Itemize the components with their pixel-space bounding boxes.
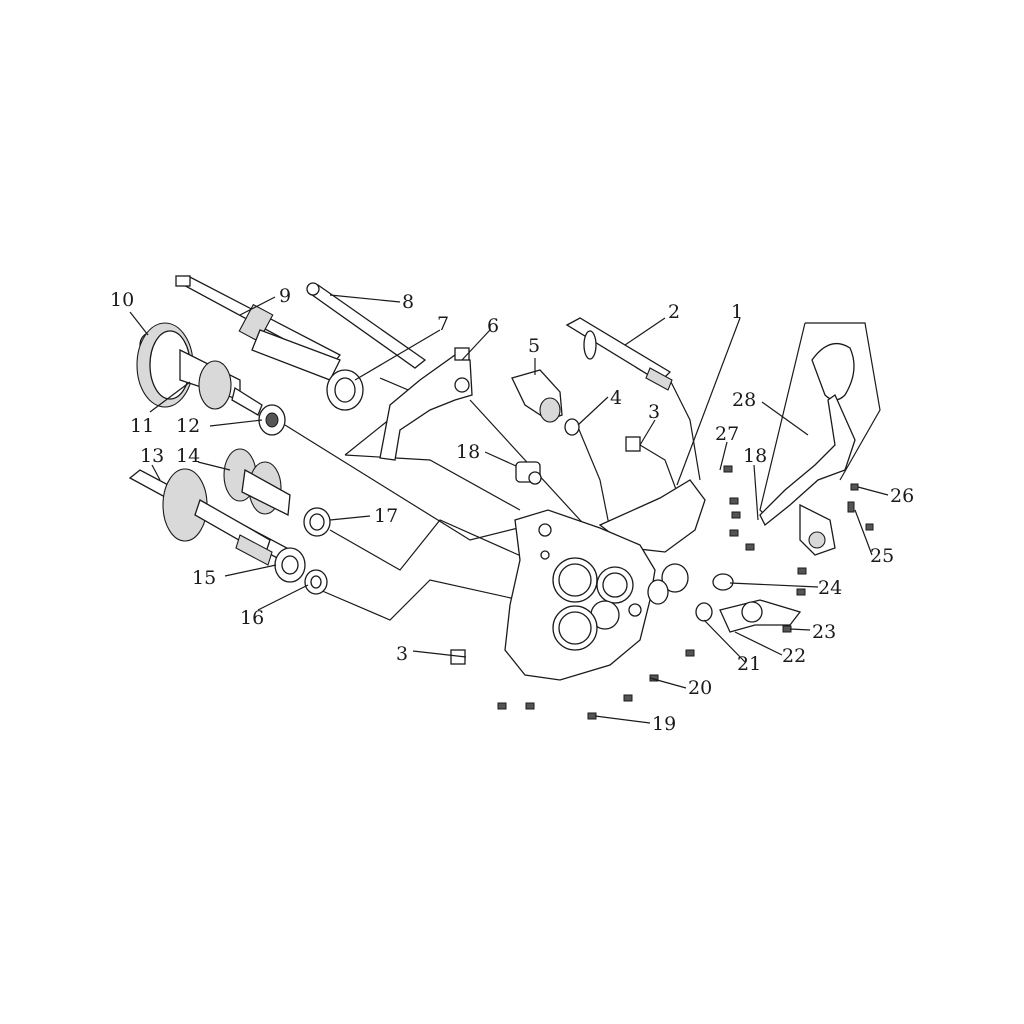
countershaft-part-13 bbox=[128, 468, 301, 567]
crankcase-cover bbox=[504, 509, 656, 681]
bearing-part-12 bbox=[258, 404, 286, 436]
callout-24: 24 bbox=[818, 577, 842, 599]
gear-cluster-part-14 bbox=[223, 448, 291, 517]
callout-6: 6 bbox=[487, 315, 499, 337]
callout-1: 1 bbox=[731, 301, 743, 323]
callout-18-left: 18 bbox=[456, 441, 480, 463]
dowel-pin-part-3-top bbox=[625, 436, 641, 452]
shift-shaft-part-2 bbox=[565, 317, 673, 391]
callout-22: 22 bbox=[782, 645, 806, 667]
callout-26: 26 bbox=[890, 485, 914, 507]
callout-7: 7 bbox=[437, 313, 449, 335]
callout-27: 27 bbox=[715, 423, 739, 445]
callout-20: 20 bbox=[688, 677, 712, 699]
callout-21: 21 bbox=[737, 653, 761, 675]
leader-lines bbox=[129, 294, 889, 724]
main-shaft-part-9 bbox=[175, 275, 342, 381]
callout-28: 28 bbox=[732, 389, 756, 411]
bushing-part-18 bbox=[515, 461, 542, 485]
pin-shaft-part-8 bbox=[306, 282, 427, 369]
seal-part-21 bbox=[647, 579, 713, 622]
callout-16: 16 bbox=[240, 607, 264, 629]
callout-19: 19 bbox=[652, 713, 676, 735]
bearing-part-15 bbox=[274, 547, 306, 583]
callout-8: 8 bbox=[402, 291, 414, 313]
oil-seal-part-24 bbox=[661, 563, 734, 593]
callout-25: 25 bbox=[870, 545, 894, 567]
callout-15: 15 bbox=[192, 567, 216, 589]
callout-14: 14 bbox=[176, 445, 200, 467]
o-ring-part-4 bbox=[564, 418, 580, 436]
callout-23: 23 bbox=[812, 621, 836, 643]
callout-3-bottom: 3 bbox=[396, 643, 408, 665]
callout-18-right: 18 bbox=[743, 445, 767, 467]
seal-ring-part-7 bbox=[326, 369, 364, 411]
callout-17: 17 bbox=[374, 505, 398, 527]
callout-5: 5 bbox=[528, 335, 540, 357]
callout-11: 11 bbox=[130, 415, 154, 437]
bearing-part-16 bbox=[304, 569, 328, 595]
callout-3-top: 3 bbox=[648, 401, 660, 423]
bracket-part-22 bbox=[719, 599, 802, 633]
callout-labels: 1 2 3 3 4 5 6 7 8 9 10 11 12 13 14 15 16… bbox=[110, 285, 914, 735]
shift-fork-part-6 bbox=[379, 347, 473, 461]
shift-lever-part-28 bbox=[759, 342, 856, 556]
callout-2: 2 bbox=[668, 301, 680, 323]
actuator-part-5 bbox=[511, 369, 563, 423]
callout-10: 10 bbox=[110, 289, 134, 311]
bearing-part-17 bbox=[303, 507, 331, 537]
assembly-lines bbox=[284, 322, 881, 621]
gear-shaft-part-11 bbox=[136, 322, 263, 416]
callout-13: 13 bbox=[140, 445, 164, 467]
callout-9: 9 bbox=[279, 285, 291, 307]
callout-4: 4 bbox=[610, 387, 622, 409]
callout-12: 12 bbox=[176, 415, 200, 437]
